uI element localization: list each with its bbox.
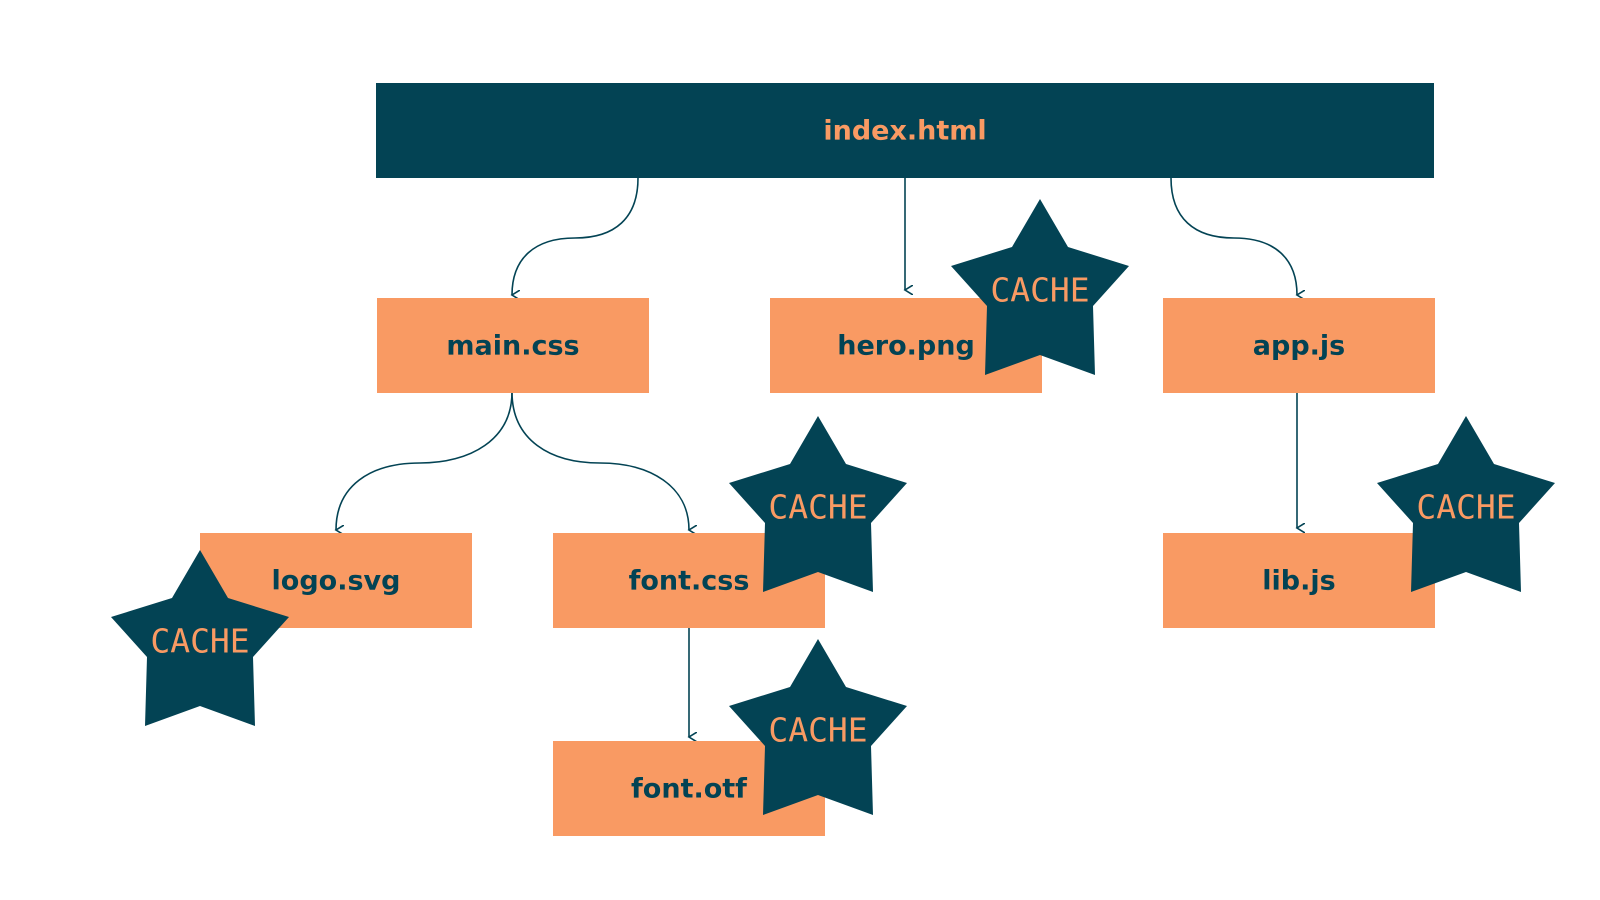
cache-badge-logo-svg: CACHE (111, 550, 289, 726)
node-label: index.html (823, 116, 986, 147)
cache-label: CACHE (768, 711, 867, 750)
node-main-css: main.css (377, 298, 649, 393)
node-label: main.css (446, 331, 579, 362)
star-icon (111, 550, 289, 726)
node-box (376, 83, 1434, 178)
cache-badge-font-otf: CACHE (729, 639, 907, 815)
node-label: hero.png (837, 331, 975, 362)
cache-badge-lib-js: CACHE (1377, 416, 1555, 592)
edge-main-css-to-font-css (511, 391, 689, 530)
cache-badges: CACHE CACHE CACHE CACHE CACHE (111, 199, 1555, 815)
edge-index-to-main-css (512, 177, 639, 295)
cache-label: CACHE (768, 488, 867, 527)
cache-label: CACHE (150, 622, 249, 661)
node-label: logo.svg (272, 566, 401, 597)
edge-index-to-app-js (1170, 177, 1297, 295)
node-label: app.js (1253, 331, 1345, 362)
node-logo-svg: logo.svg (200, 533, 472, 628)
star-icon (951, 199, 1129, 375)
node-label: font.css (629, 566, 750, 597)
cache-label: CACHE (990, 271, 1089, 310)
star-icon (729, 639, 907, 815)
cache-label: CACHE (1416, 488, 1515, 527)
node-box (1163, 533, 1435, 628)
edge-main-css-to-logo-svg (336, 391, 513, 530)
cache-badge-font-css: CACHE (729, 416, 907, 592)
star-icon (1377, 416, 1555, 592)
nodes: index.html main.css hero.png app.js logo… (200, 83, 1435, 836)
cache-badge-hero-png: CACHE (951, 199, 1129, 375)
edges (336, 177, 1297, 737)
node-box (1163, 298, 1435, 393)
node-index-html: index.html (376, 83, 1434, 178)
star-icon (729, 416, 907, 592)
node-label: font.otf (631, 774, 747, 805)
node-label: lib.js (1262, 566, 1335, 597)
node-box (377, 298, 649, 393)
node-app-js: app.js (1163, 298, 1435, 393)
node-lib-js: lib.js (1163, 533, 1435, 628)
